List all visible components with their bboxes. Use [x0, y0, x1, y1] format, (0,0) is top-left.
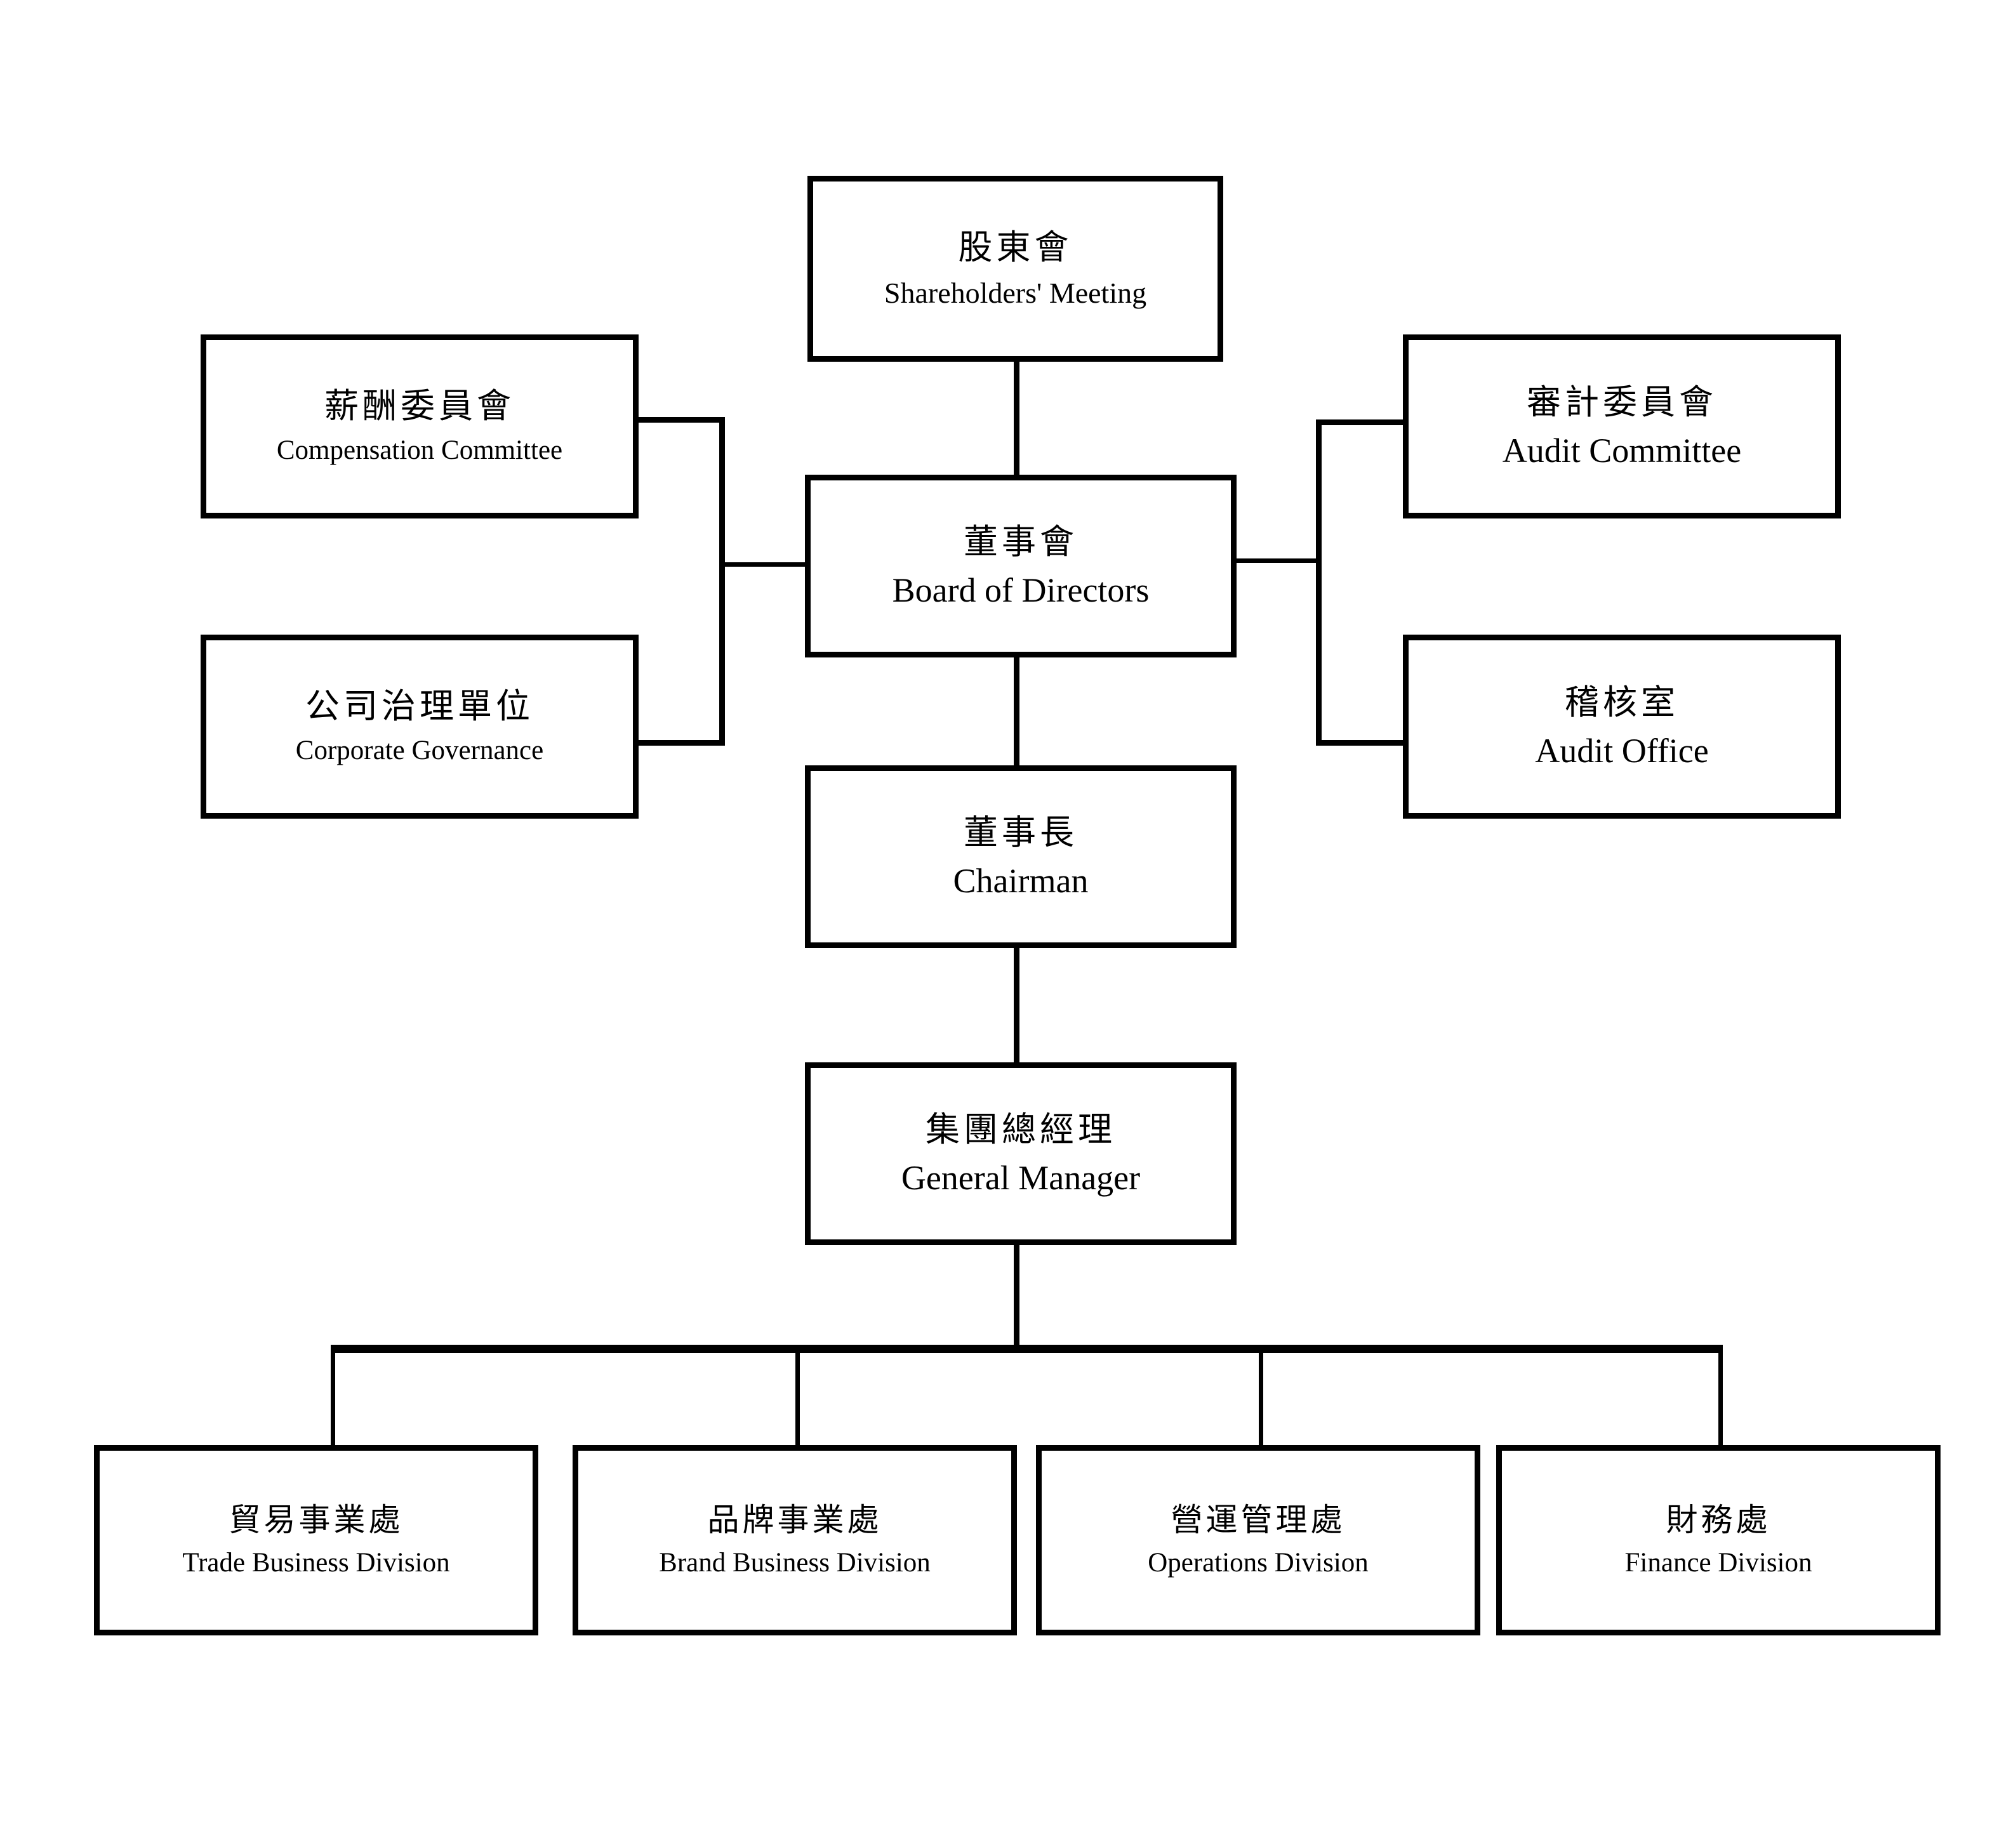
node-division-brand-en: Brand Business Division: [659, 1547, 931, 1578]
connector-bus-to-audit-committee: [1316, 419, 1403, 425]
node-board-of-directors-en: Board of Directors: [892, 571, 1150, 609]
connector-board-to-chairman: [1014, 657, 1019, 765]
node-compensation-committee[interactable]: 薪酬委員會 Compensation Committee: [201, 334, 639, 518]
connector-bus-to-division-2: [795, 1345, 800, 1446]
node-audit-office-en: Audit Office: [1535, 732, 1709, 770]
connector-bus-to-division-4: [1718, 1345, 1723, 1446]
connector-left-bus-vertical: [719, 417, 725, 746]
node-general-manager-zh: 集團總經理: [926, 1110, 1116, 1149]
connector-shareholders-to-board: [1014, 359, 1019, 475]
node-division-operations-en: Operations Division: [1148, 1547, 1369, 1578]
node-division-brand-zh: 品牌事業處: [707, 1502, 882, 1538]
node-general-manager[interactable]: 集團總經理 General Manager: [805, 1062, 1237, 1245]
node-corporate-governance-en: Corporate Governance: [295, 736, 544, 766]
node-division-operations-zh: 營運管理處: [1171, 1502, 1346, 1538]
connector-governance-to-bus: [639, 740, 725, 746]
node-division-finance-en: Finance Division: [1624, 1547, 1812, 1578]
node-board-of-directors-zh: 董事會: [964, 522, 1078, 561]
node-division-finance[interactable]: 財務處 Finance Division: [1496, 1445, 1941, 1635]
node-compensation-committee-en: Compensation Committee: [276, 435, 563, 466]
node-audit-office-zh: 稽核室: [1565, 683, 1679, 722]
node-shareholders-meeting-zh: 股東會: [958, 228, 1073, 267]
node-corporate-governance[interactable]: 公司治理單位 Corporate Governance: [201, 635, 639, 819]
node-audit-office[interactable]: 稽核室 Audit Office: [1403, 635, 1841, 819]
node-audit-committee[interactable]: 審計委員會 Audit Committee: [1403, 334, 1841, 518]
connector-left-bus-to-board: [719, 562, 805, 567]
node-division-operations[interactable]: 營運管理處 Operations Division: [1036, 1445, 1480, 1635]
node-division-trade-en: Trade Business Division: [182, 1547, 450, 1578]
node-audit-committee-zh: 審計委員會: [1527, 383, 1717, 421]
connector-bus-to-audit-office: [1316, 740, 1403, 746]
node-general-manager-en: General Manager: [901, 1159, 1141, 1197]
node-chairman[interactable]: 董事長 Chairman: [805, 765, 1237, 948]
node-division-trade[interactable]: 貿易事業處 Trade Business Division: [94, 1445, 538, 1635]
connector-division-bus: [331, 1345, 1723, 1353]
node-shareholders-meeting-en: Shareholders' Meeting: [884, 276, 1147, 309]
node-shareholders-meeting[interactable]: 股東會 Shareholders' Meeting: [807, 176, 1223, 362]
connector-right-bus-vertical: [1316, 419, 1322, 746]
connector-chairman-to-general-manager: [1014, 947, 1019, 1063]
connector-bus-to-division-3: [1259, 1345, 1263, 1446]
node-chairman-zh: 董事長: [964, 813, 1078, 852]
connector-bus-to-division-1: [331, 1345, 335, 1446]
connector-compensation-to-bus: [639, 417, 725, 423]
node-division-brand[interactable]: 品牌事業處 Brand Business Division: [573, 1445, 1017, 1635]
node-audit-committee-en: Audit Committee: [1502, 432, 1742, 470]
connector-gm-to-division-bus: [1014, 1244, 1019, 1350]
node-division-trade-zh: 貿易事業處: [229, 1502, 404, 1538]
node-corporate-governance-zh: 公司治理單位: [305, 687, 534, 725]
node-compensation-committee-zh: 薪酬委員會: [324, 386, 515, 425]
node-chairman-en: Chairman: [953, 862, 1089, 900]
connector-board-to-right-bus: [1237, 558, 1319, 563]
node-division-finance-zh: 財務處: [1666, 1502, 1771, 1538]
node-board-of-directors[interactable]: 董事會 Board of Directors: [805, 475, 1237, 657]
